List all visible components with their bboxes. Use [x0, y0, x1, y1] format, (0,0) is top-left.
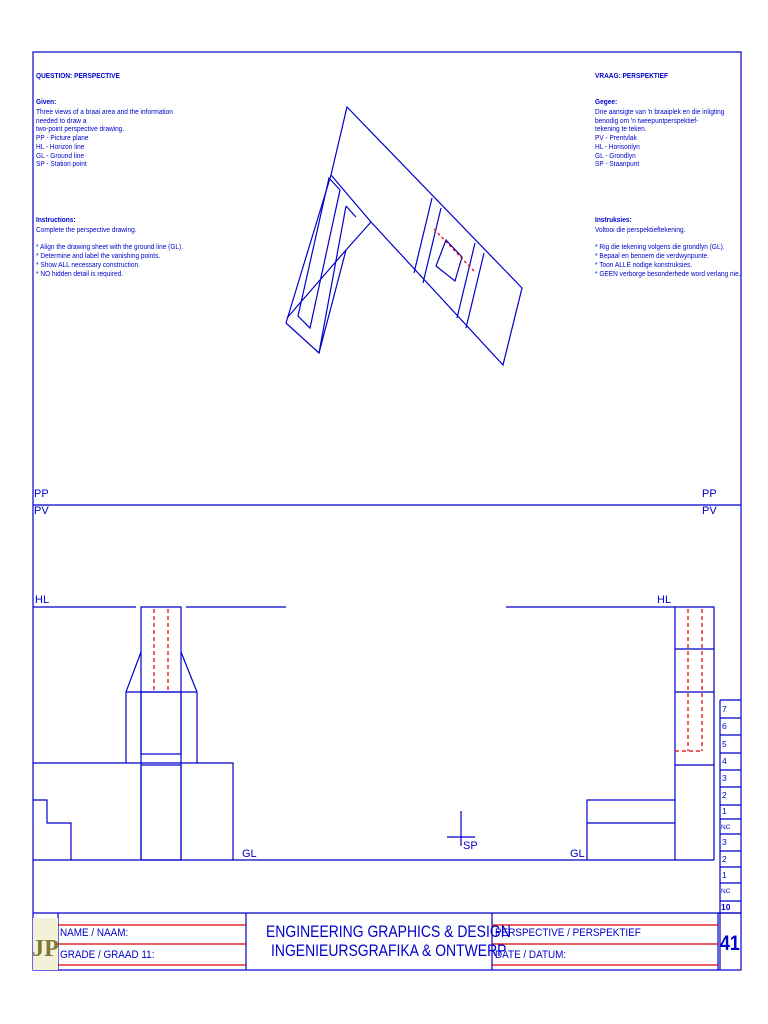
given-label-af: Gegee: — [595, 97, 618, 106]
gl-label-right: GL — [570, 848, 585, 860]
mark-3: 3 — [722, 773, 727, 783]
mark-5: 5 — [722, 739, 727, 749]
front-elevation — [33, 606, 234, 861]
name-label: NAME / NAAM: — [60, 927, 129, 939]
plan-view-hidden — [433, 228, 475, 272]
plan-view — [285, 105, 523, 367]
instructions-text-af: Voltooi die perspektieftekening. * Rig d… — [595, 225, 741, 278]
title-block — [33, 912, 741, 970]
topic-label: PERSPECTIVE / PERSPEKTIEF — [495, 927, 641, 939]
jp-logo: JP — [33, 918, 58, 970]
mark-1-lower: 1 — [722, 870, 727, 880]
mark-2: 2 — [722, 790, 727, 800]
mark-2-lower: 2 — [722, 854, 727, 864]
mark-6: 6 — [722, 721, 727, 731]
end-elevation-hidden — [675, 609, 703, 752]
front-elevation-hidden — [153, 609, 169, 691]
mark-nc: NC — [721, 824, 731, 831]
mark-3-lower: 3 — [722, 837, 727, 847]
instructions-text-en: Complete the perspective drawing. * Alig… — [36, 225, 184, 278]
page-number: 41 — [720, 932, 740, 955]
date-label: DATE / DATUM: — [495, 949, 567, 961]
mark-7: 7 — [722, 704, 727, 714]
pv-label-right: PV — [702, 505, 717, 517]
mark-total: 10 — [721, 902, 731, 912]
mark-4: 4 — [722, 756, 727, 766]
sheet-border — [32, 51, 742, 971]
given-text-en: Three views of a braai area and the info… — [36, 107, 173, 169]
question-heading-en: QUESTION: PERSPECTIVE — [36, 71, 120, 80]
question-heading-af: VRAAG: PERSPEKTIEF — [595, 71, 668, 80]
title-block-rules — [58, 924, 718, 966]
subject-title-en: ENGINEERING GRAPHICS & DESIGN — [266, 922, 511, 941]
gl-label-left: GL — [242, 848, 257, 860]
instructions-label-af: Instruksies: — [595, 215, 632, 224]
end-elevation — [586, 606, 715, 860]
hl-label-left: HL — [35, 594, 50, 606]
instructions-label-en: Instructions: — [36, 215, 76, 224]
sp-label: SP — [463, 840, 478, 852]
given-label-en: Given: — [36, 97, 57, 106]
pp-label-left: PP — [34, 488, 49, 500]
mark-nc-lower: NC — [721, 888, 731, 895]
hl-label-right: HL — [657, 594, 672, 606]
subject-title-af: INGENIEURSGRAFIKA & ONTWERP — [271, 941, 507, 960]
pp-label-right: PP — [702, 488, 717, 500]
given-text-af: Drie aansigte van 'n braaiplek en die in… — [595, 107, 725, 169]
grade-label: GRADE / GRAAD 11: — [60, 949, 155, 961]
svg-text:JP: JP — [33, 936, 58, 962]
pv-label-left: PV — [34, 505, 49, 517]
mark-1: 1 — [722, 806, 727, 816]
station-point — [447, 811, 475, 846]
